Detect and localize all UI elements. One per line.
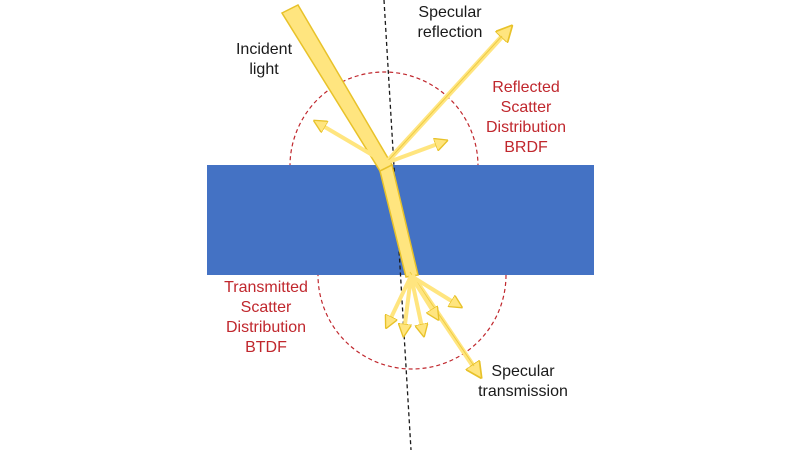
refracted-beam	[379, 163, 419, 278]
reflected-scatter-line-3: Distribution	[485, 119, 567, 136]
specular-transmission-line-1: Specular	[491, 363, 555, 380]
reflected-scatter-label: Reflected Scatter Distribution BRDF	[470, 78, 582, 158]
transmitted-scatter-arrow-5	[409, 274, 458, 305]
reflected-scatter-arrow-right	[385, 142, 443, 165]
transmitted-scatter-line-2: Scatter	[240, 299, 292, 316]
specular-reflection-line-1: Specular	[418, 4, 482, 21]
specular-reflection-edge	[385, 35, 503, 164]
transmitted-scatter-line-1: Transmitted	[224, 279, 308, 296]
incident-light-label: Incident light	[224, 40, 304, 80]
specular-transmission-line-2: transmission	[478, 383, 568, 400]
reflected-scatter-arrow-left	[318, 123, 388, 165]
transmitted-scatter-arrow-2	[404, 275, 413, 332]
incident-beam	[280, 4, 394, 172]
transmitted-scatter-label: Transmitted Scatter Distribution BTDF	[210, 278, 322, 358]
transmitted-scatter-arrow-4	[409, 274, 436, 316]
specular-transmission-edge	[409, 271, 475, 367]
reflected-scatter-line-1: Reflected	[492, 79, 560, 96]
specular-reflection-line-2: reflection	[417, 24, 483, 41]
specular-transmission-label: Specular transmission	[468, 362, 578, 402]
brdf-label: BRDF	[504, 139, 548, 156]
specular-reflection-label: Specular reflection	[400, 3, 500, 43]
transmitted-scatter-line-3: Distribution	[225, 319, 307, 336]
transmitted-scatter-arrow-1	[388, 275, 413, 324]
incident-light-line-2: light	[249, 61, 279, 78]
reflected-scatter-line-2: Scatter	[500, 99, 552, 116]
transmitted-scatter-arrow-3	[409, 275, 423, 332]
btdf-label: BTDF	[245, 339, 287, 356]
incident-light-line-1: Incident	[235, 41, 293, 58]
